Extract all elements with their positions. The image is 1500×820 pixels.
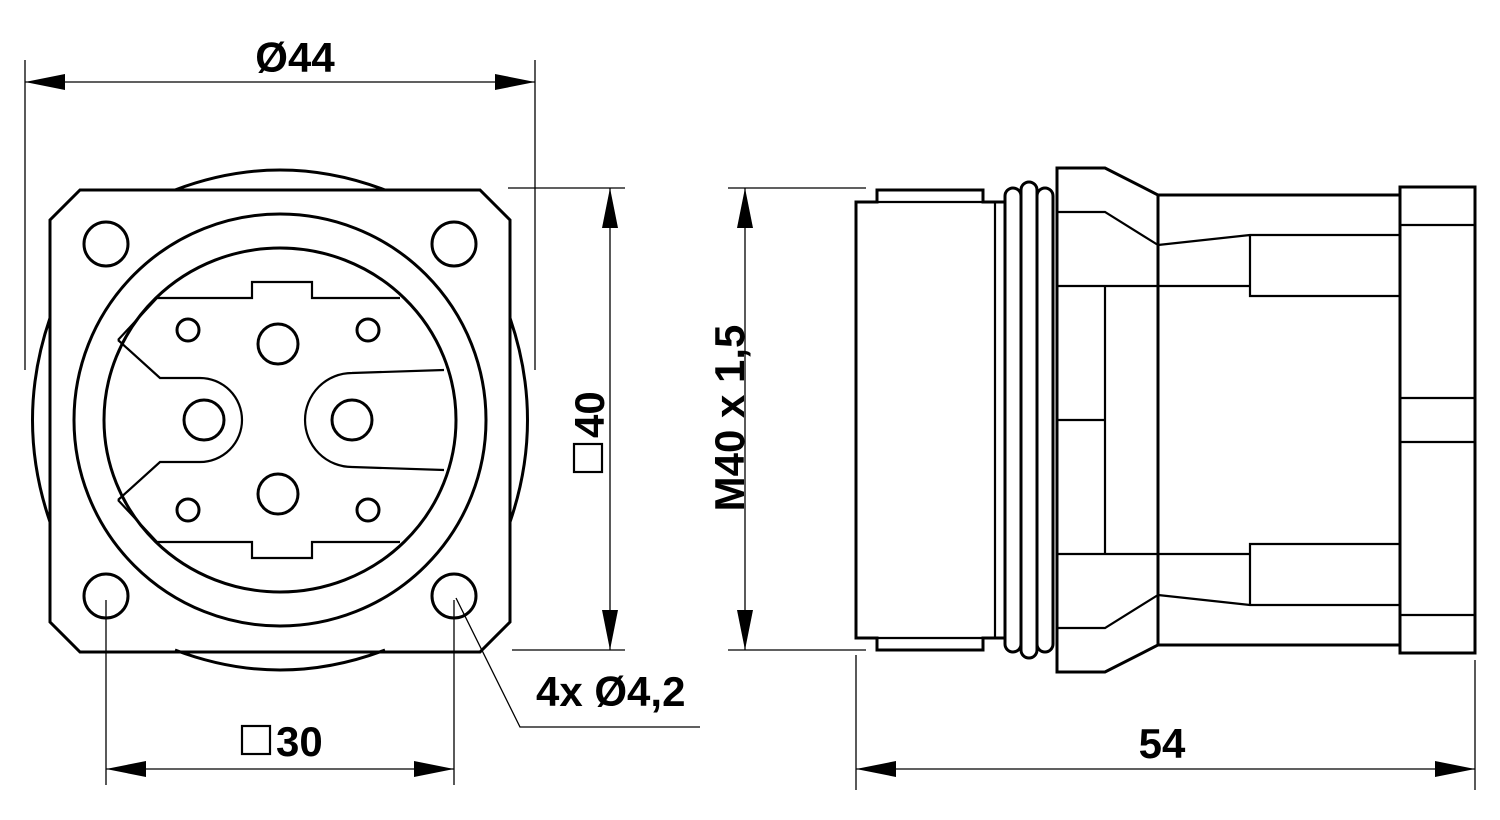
front-view [31,168,529,672]
arrow-head [1435,761,1475,777]
hole-leader-line [455,597,700,728]
contact-pin-2 [330,398,374,442]
arrow-head [106,761,146,777]
o-ring-3 [1035,186,1055,654]
dimension-outer-diameter: Ø44 [255,34,335,81]
contact-pin-3 [256,322,300,366]
body-inner-bottom [1105,542,1400,607]
o-ring-1 [1003,186,1023,654]
arrow-head [414,761,454,777]
mounting-hole-tl [82,220,130,268]
contact-pin-8 [355,497,381,523]
dimension-thread: M40 x 1,5 [706,325,753,512]
arrow-head [737,610,753,650]
flange-taper-inner [1057,210,1159,630]
body-inner-top [1105,233,1400,298]
contact-pin-7 [175,497,201,523]
square-symbol [240,724,272,756]
dimension-holes: 4x Ø4,2 [536,668,685,715]
o-ring-2 [1019,180,1039,660]
contact-pin-4 [256,472,300,516]
side-dimensions: M40 x 1,5 54 [706,187,1476,790]
thread-section [854,188,1007,652]
dimension-flange-square: 40 [566,391,613,438]
dimension-length: 54 [1139,720,1186,767]
arrow-head [602,188,618,228]
thread-outer-circle [72,212,488,628]
flange-outline [48,188,512,654]
arrow-head [25,74,65,90]
arrow-head [737,188,753,228]
end-cap [1398,185,1477,655]
arrow-head [602,610,618,650]
square-symbol [572,442,604,474]
arrow-head [495,74,535,90]
contact-pin-6 [355,317,381,343]
side-view [854,166,1477,674]
contact-pin-5 [175,317,201,343]
flange-square-label: 40 [566,391,613,474]
insert-outline [117,280,445,560]
arrow-head [856,761,896,777]
body-section [1158,193,1402,647]
insert-circle [102,246,458,594]
dimension-hole-spacing: 30 [276,718,323,765]
outer-body-outline [31,168,529,672]
front-dimensions: Ø44 40 30 4x Ø4,2 [24,34,700,785]
contact-pin-1 [182,398,226,442]
mounting-hole-tr [430,220,478,268]
